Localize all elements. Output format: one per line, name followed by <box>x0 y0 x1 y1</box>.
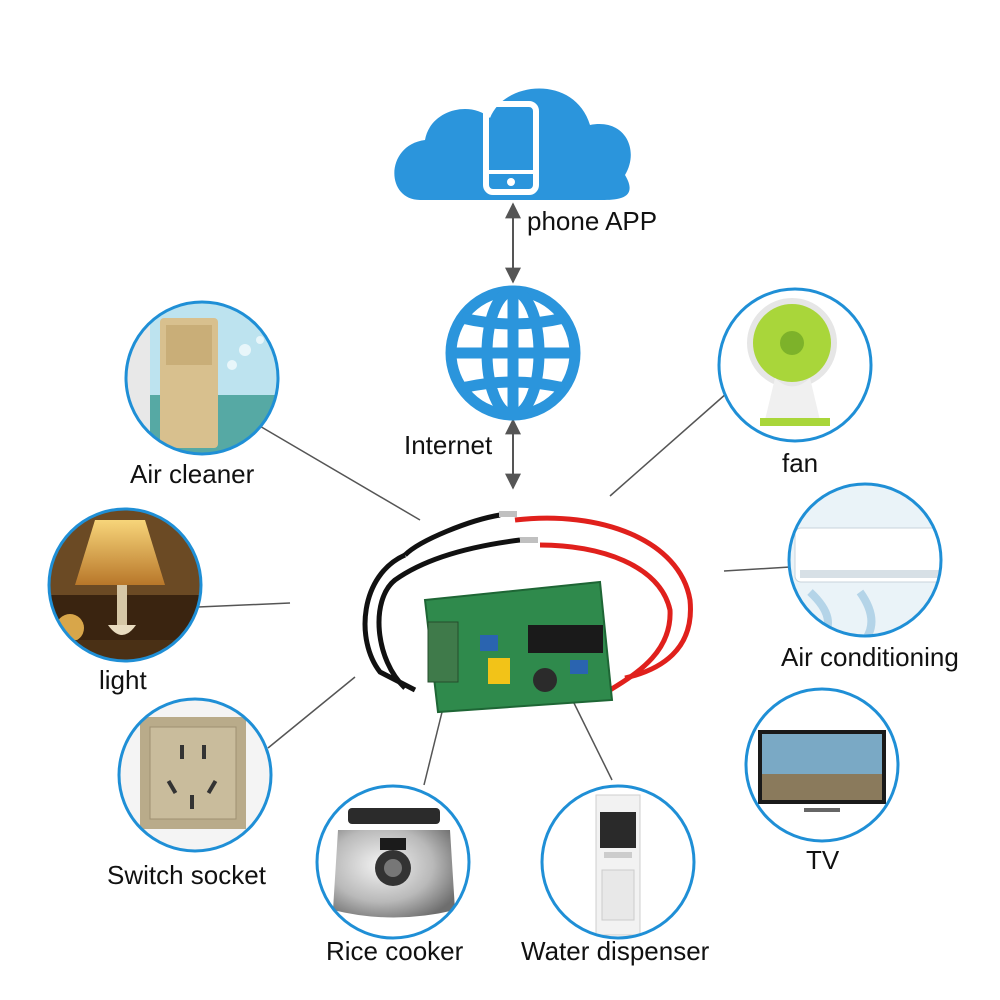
internet-label: Internet <box>404 430 493 460</box>
water-dispenser-image <box>540 784 696 940</box>
rice-cooker-image <box>315 784 471 940</box>
air-conditioning-label: Air conditioning <box>781 642 959 672</box>
switch-socket-image <box>117 697 273 853</box>
water-dispenser-label: Water dispenser <box>521 936 710 966</box>
tv-image <box>744 687 900 843</box>
air-cleaner-image <box>124 300 280 456</box>
tv-label: TV <box>806 845 840 875</box>
rice-cooker-label: Rice cooker <box>326 936 464 966</box>
connector-lines <box>197 392 791 786</box>
light-image <box>47 507 203 663</box>
light-label: light <box>99 665 147 695</box>
switch-socket-label: Switch socket <box>107 860 266 890</box>
phone-app-label: phone APP <box>527 206 658 236</box>
fan-image <box>717 287 873 443</box>
air-cleaner-label: Air cleaner <box>130 459 255 489</box>
cloud-icon <box>394 88 631 200</box>
smartphone-icon <box>483 101 539 195</box>
air-conditioning-image <box>787 482 943 638</box>
fan-label: fan <box>782 448 819 478</box>
globe-icon <box>445 285 581 421</box>
wifi-switch-module <box>362 511 693 714</box>
